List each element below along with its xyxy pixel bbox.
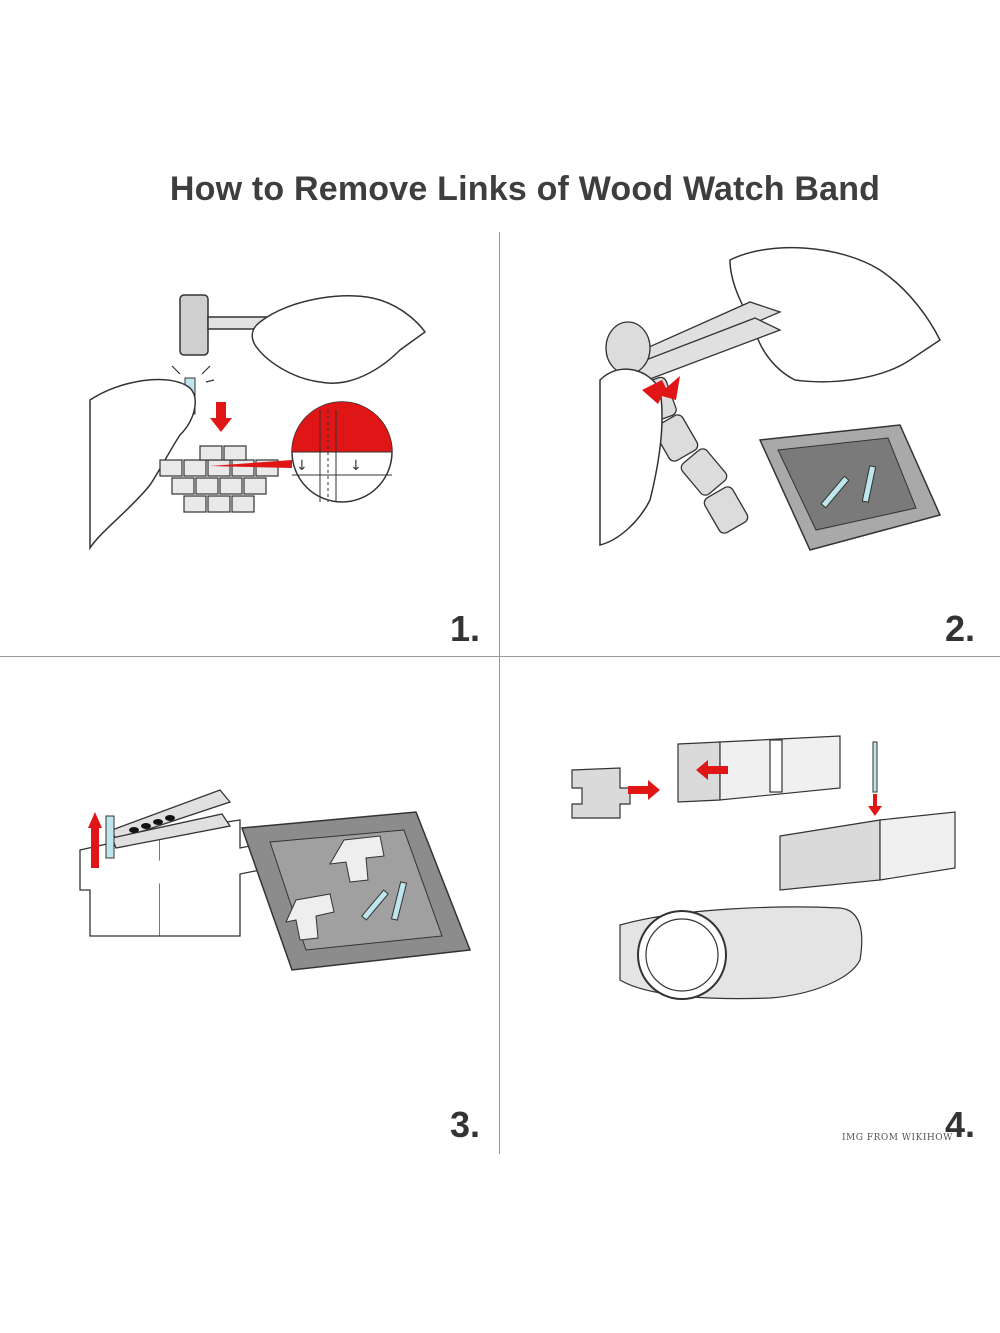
watch-links-icon (159, 445, 279, 513)
image-credit: IMG FROM WIKIHOW (842, 1133, 953, 1143)
step-number-4: 4. (945, 1104, 976, 1145)
step-2-panel (580, 240, 980, 560)
magnified-detail-icon: ↓ ↓ (291, 401, 393, 503)
tray-icon (758, 424, 942, 551)
step-3-panel (60, 760, 490, 980)
vertical-divider (499, 232, 500, 1154)
lower-hand-icon (89, 378, 196, 551)
watch-links-icon (79, 819, 261, 937)
pin-icon (390, 881, 408, 921)
watch-band-icon (605, 321, 749, 534)
svg-text:↓: ↓ (296, 458, 308, 474)
step-1-illustration: ↓ ↓ (89, 294, 427, 551)
page-title: How to Remove Links of Wood Watch Band (169, 170, 881, 208)
red-down-arrow-icon (210, 402, 232, 432)
step-number-3: 3. (450, 1104, 481, 1145)
upper-hand-icon (251, 295, 427, 384)
red-arrow-icon (628, 760, 728, 800)
pliers-icon (618, 301, 782, 383)
red-up-arrow-icon (88, 812, 102, 868)
pin-dots-icon (129, 815, 175, 833)
step-number-1: 1. (450, 608, 481, 649)
removed-link-icon (329, 835, 385, 883)
red-arrow-icon (642, 376, 680, 404)
pin-icon (361, 889, 389, 921)
step-4-panel (560, 730, 980, 1070)
pliers-icon (111, 789, 232, 849)
watch-links-icon (779, 819, 881, 891)
pin-icon (820, 475, 850, 509)
watch-band-strap-icon (719, 735, 841, 801)
pin-icon (872, 741, 878, 793)
pin-icon (861, 465, 877, 503)
red-down-arrow-icon (868, 794, 882, 816)
watch-band-strap-icon (879, 811, 956, 881)
step-4-illustration (571, 735, 956, 1000)
tray-icon (240, 811, 472, 971)
watch-icon (619, 906, 863, 1000)
step-1-panel: ↓ ↓ (60, 270, 480, 570)
step-2-illustration (599, 246, 942, 551)
pin-icon (105, 815, 115, 859)
step-number-2: 2. (945, 608, 976, 649)
horizontal-divider (0, 656, 1000, 657)
red-pointer-icon (210, 460, 292, 468)
lower-hand-icon (599, 368, 663, 546)
svg-text:↓: ↓ (350, 458, 362, 474)
step-3-illustration (79, 789, 472, 971)
removed-link-icon (285, 893, 335, 941)
watch-links-icon (571, 741, 721, 819)
